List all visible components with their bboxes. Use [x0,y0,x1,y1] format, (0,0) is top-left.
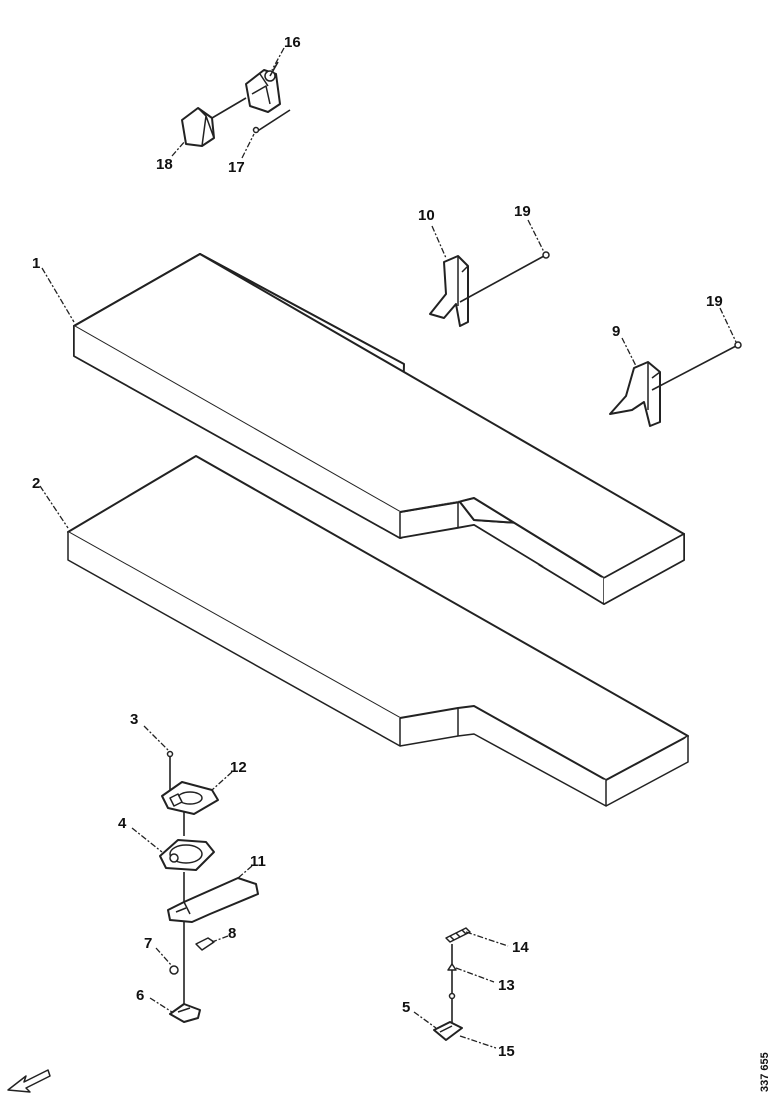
part-16-bracket [245,69,281,113]
part-12-plate [161,781,219,815]
callout-19b: 19 [706,293,723,310]
part-1-seat-cushion [73,253,685,605]
callout-18: 18 [156,156,173,173]
callout-16: 16 [284,34,301,51]
callout-4: 4 [118,815,127,832]
part-4-plate [159,839,215,871]
callout-11: 11 [250,853,266,870]
part-10-bracket [429,255,469,327]
callout-19a: 19 [514,203,531,220]
callout-1: 1 [32,255,40,272]
callout-17: 17 [228,159,245,176]
leader-6 [149,997,173,1013]
part-3-screw [166,750,174,758]
part-7-ring [169,965,179,975]
screw-19b [734,341,742,349]
leader-10 [431,225,447,259]
callout-7: 7 [144,935,152,952]
part-6-clip [169,1003,201,1023]
leader-11 [237,865,253,879]
part-14-spring [445,927,471,943]
leader-3 [143,725,169,751]
part-9-bracket [609,361,661,427]
callout-5: 5 [402,999,410,1016]
part-13-pin [447,963,457,971]
part-13-washer [448,992,456,1000]
leader-15 [459,1035,497,1049]
callout-6: 6 [136,987,144,1004]
leader-14 [465,931,509,947]
front-arrow-icon [7,1069,51,1093]
callout-3: 3 [130,711,138,728]
part-11-lever [167,877,259,923]
axis-19b [651,345,737,391]
callout-8: 8 [228,925,236,942]
leader-19b [719,307,737,343]
part-18-knob [181,107,215,147]
callout-12: 12 [230,759,247,776]
leader-8 [211,935,229,943]
axis-19a [459,255,545,303]
callout-9: 9 [612,323,620,340]
callout-2: 2 [32,475,40,492]
leader-13 [455,967,495,983]
part-8-pin [195,937,215,951]
leader-5 [413,1011,437,1029]
leader-12 [211,771,233,791]
screw-19a [542,251,550,259]
leader-17 [241,133,255,159]
leader-16 [271,47,285,71]
leader-4 [131,827,163,853]
drawing-code: 337 655 [759,1052,771,1092]
part-5-clip [433,1021,463,1041]
leader-7 [155,947,173,967]
callout-13: 13 [498,977,515,994]
leader-9 [621,337,637,367]
callout-10: 10 [418,207,435,224]
callout-14: 14 [512,939,529,956]
leader-1 [41,267,75,323]
leader-2 [39,485,69,529]
callout-15: 15 [498,1043,515,1060]
part-17-screw [211,61,291,134]
part-2-back-cushion [67,455,689,807]
leader-19a [527,219,545,253]
leader-18 [171,139,187,157]
axis-left-stack [169,752,185,1008]
